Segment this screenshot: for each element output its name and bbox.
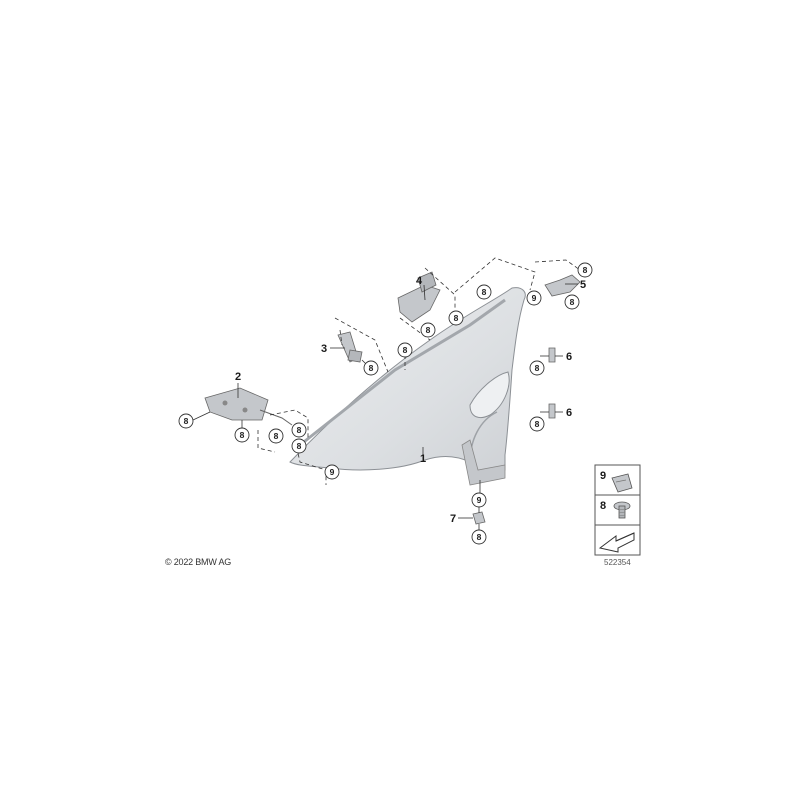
copyright-notice: © 2022 BMW AG <box>165 557 232 567</box>
direction-arrow-icon <box>598 532 635 553</box>
screw-callout: 8 <box>448 310 464 326</box>
screw-callout: 8 <box>268 428 284 444</box>
bracket-2 <box>204 387 293 426</box>
part-label-3: 3 <box>321 343 327 355</box>
screw-icon <box>613 501 631 519</box>
clip-callout: 9 <box>526 290 542 306</box>
screw-callout: 8 <box>476 284 492 300</box>
part-label-5: 5 <box>580 279 586 291</box>
fastener-callouts: 8 8 8 8 8 9 8 8 8 8 8 9 8 8 8 8 9 8 <box>178 262 593 545</box>
fastener-legend: 9 8 <box>594 464 641 556</box>
clip-nut-icon <box>611 473 633 493</box>
screw-callout: 8 <box>529 416 545 432</box>
svg-text:8: 8 <box>184 416 189 426</box>
part-number-labels: 1 2 3 4 5 6 6 7 <box>235 275 586 525</box>
svg-text:8: 8 <box>274 431 279 441</box>
svg-text:9: 9 <box>532 293 537 303</box>
bracket-3 <box>337 331 363 363</box>
screw-callout: 8 <box>291 422 307 438</box>
svg-text:8: 8 <box>403 345 408 355</box>
screw-callout: 8 <box>564 294 580 310</box>
clip-6-upper <box>548 347 556 363</box>
svg-text:8: 8 <box>369 363 374 373</box>
svg-text:8: 8 <box>240 430 245 440</box>
legend-label-8: 8 <box>600 500 606 512</box>
svg-text:8: 8 <box>570 297 575 307</box>
svg-text:9: 9 <box>330 467 335 477</box>
clip-callout: 9 <box>324 464 340 480</box>
part-label-6-upper: 6 <box>566 351 572 363</box>
svg-text:8: 8 <box>297 441 302 451</box>
svg-text:8: 8 <box>583 265 588 275</box>
bracket-5 <box>544 274 581 297</box>
svg-text:8: 8 <box>454 313 459 323</box>
screw-callout: 8 <box>420 322 436 338</box>
part-label-6-lower: 6 <box>566 407 572 419</box>
svg-text:8: 8 <box>426 325 431 335</box>
fender-panel <box>289 287 526 486</box>
svg-text:8: 8 <box>477 532 482 542</box>
legend-label-9: 9 <box>600 470 606 482</box>
svg-text:8: 8 <box>297 425 302 435</box>
part-label-1: 1 <box>420 453 426 465</box>
clip-7 <box>472 511 486 525</box>
bracket-4 <box>397 271 441 323</box>
screw-callout: 8 <box>471 529 487 545</box>
screw-callout: 8 <box>397 342 413 358</box>
screw-callout: 8 <box>291 438 307 454</box>
part-label-7: 7 <box>450 513 456 525</box>
screw-callout: 8 <box>178 413 194 429</box>
screw-callout: 8 <box>529 360 545 376</box>
svg-text:9: 9 <box>477 495 482 505</box>
svg-text:8: 8 <box>535 419 540 429</box>
part-label-2: 2 <box>235 371 241 383</box>
screw-callout: 8 <box>577 262 593 278</box>
clip-callout: 9 <box>471 492 487 508</box>
diagram-id: 522354 <box>604 558 631 567</box>
clip-6-lower <box>548 403 556 419</box>
screw-callout: 8 <box>234 427 250 443</box>
svg-text:8: 8 <box>535 363 540 373</box>
part-label-4: 4 <box>416 275 423 287</box>
svg-text:8: 8 <box>482 287 487 297</box>
side-opening <box>469 371 510 418</box>
screw-callout: 8 <box>363 360 379 376</box>
solid-leaders <box>192 283 578 530</box>
